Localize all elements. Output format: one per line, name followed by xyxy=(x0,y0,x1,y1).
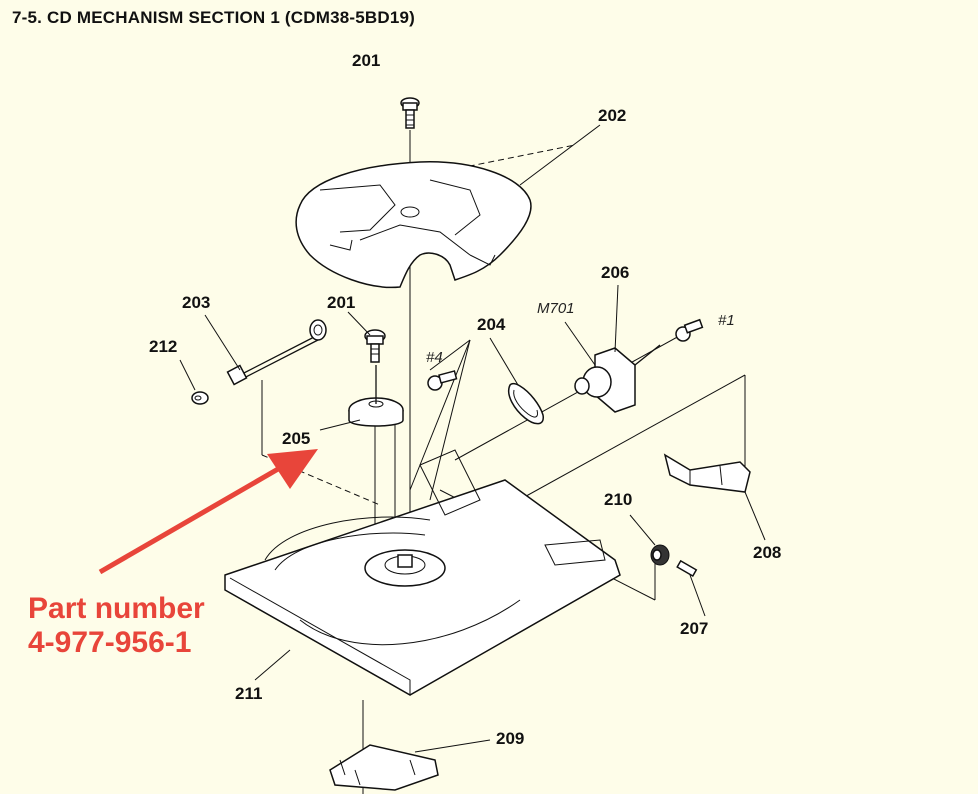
screw-201-middle xyxy=(364,329,386,363)
callout-202: 202 xyxy=(598,106,626,125)
callout-m701: M701 xyxy=(537,300,575,317)
callout-201-top: 201 xyxy=(352,51,380,70)
callout-208: 208 xyxy=(753,543,781,562)
part-205-gear xyxy=(348,365,404,427)
part-211-base-tray xyxy=(224,449,621,696)
part-206-motor-m701 xyxy=(574,344,661,413)
part-208-bracket xyxy=(663,453,751,493)
callout-209: 209 xyxy=(496,729,524,748)
screw-1 xyxy=(675,318,704,342)
callout-201-middle: 201 xyxy=(327,293,355,312)
callout-hash-1: #1 xyxy=(718,312,735,329)
screw-201-top xyxy=(400,97,420,129)
part-209-lower-bracket xyxy=(329,744,439,791)
screw-4 xyxy=(427,370,458,391)
part-202-chuck-plate xyxy=(295,161,532,289)
annotation-line-2: 4-977-956-1 xyxy=(28,626,192,659)
callout-212: 212 xyxy=(149,337,177,356)
callout-206: 206 xyxy=(601,263,629,282)
part-203-shaft xyxy=(226,319,327,386)
page-title: 7-5. CD MECHANISM SECTION 1 (CDM38-5BD19… xyxy=(12,8,416,27)
part-207-pin xyxy=(676,559,698,577)
callout-hash-4: #4 xyxy=(426,349,443,366)
callout-203: 203 xyxy=(182,293,210,312)
part-210-roller xyxy=(650,544,670,566)
callout-207: 207 xyxy=(680,619,708,638)
part-number-annotation: Part number 4-977-956-1 xyxy=(28,592,205,660)
callout-205: 205 xyxy=(282,429,310,448)
callout-210: 210 xyxy=(604,490,632,509)
red-arrow xyxy=(98,449,318,575)
leader-lines xyxy=(179,124,766,753)
annotation-line-1: Part number xyxy=(28,592,205,625)
part-204-belt xyxy=(508,382,544,425)
callout-211: 211 xyxy=(235,684,262,703)
callout-204: 204 xyxy=(477,315,506,334)
part-212-bushing xyxy=(191,391,209,405)
